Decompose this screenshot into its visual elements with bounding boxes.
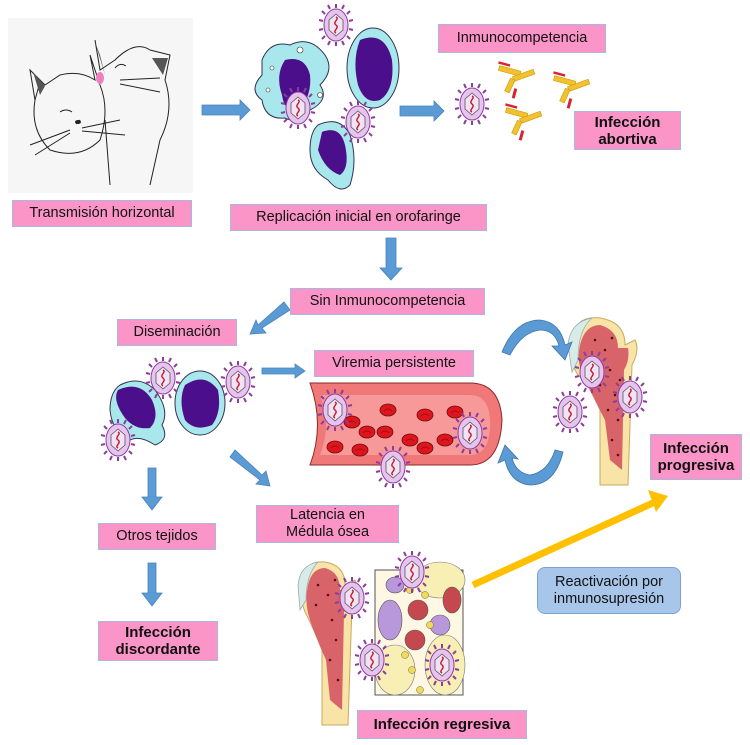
label-sin-inmunocompetencia: Sin Inmunocompetencia bbox=[290, 288, 485, 315]
label-text: Infección regresiva bbox=[373, 716, 511, 733]
label-text-line2: abortiva bbox=[598, 130, 657, 148]
label-infeccion-discordante: Infección discordante bbox=[98, 621, 218, 661]
label-text-line1: Latencia en bbox=[290, 507, 365, 523]
bone-regressive-illustration bbox=[297, 561, 370, 726]
disseminating-leukocytes bbox=[100, 356, 256, 462]
label-text-line2: discordante bbox=[115, 641, 201, 658]
arrow-replicacion-to-sin-inmuno bbox=[379, 237, 403, 281]
cats-illustration bbox=[8, 18, 193, 193]
label-latencia-medula-osea: Latencia en Médula ósea bbox=[256, 505, 399, 543]
label-text-line1: Infección bbox=[125, 624, 191, 641]
label-viremia-persistente: Viremia persistente bbox=[314, 350, 474, 377]
label-inmunocompetencia: Inmunocompetencia bbox=[438, 24, 606, 53]
label-text: Replicación inicial en orofaringe bbox=[256, 209, 461, 225]
label-text-line1: Infección bbox=[594, 113, 661, 131]
blood-vessel-illustration bbox=[309, 382, 503, 489]
arrow-to-viremia bbox=[261, 363, 306, 379]
label-text: Transmisión horizontal bbox=[29, 205, 175, 221]
bone-progressive-illustration bbox=[552, 317, 648, 486]
label-infeccion-progresiva: Infección progresiva bbox=[650, 434, 742, 480]
label-text-line1: Reactivación por bbox=[555, 573, 663, 590]
arrow-otros-to-discordante bbox=[141, 562, 163, 607]
label-text: Sin Inmunocompetencia bbox=[309, 293, 466, 309]
label-otros-tejidos: Otros tejidos bbox=[98, 523, 216, 550]
label-text-line2: inmunosupresión bbox=[553, 590, 665, 607]
label-replicacion-inicial: Replicación inicial en orofaringe bbox=[230, 204, 487, 231]
arrow-to-otros-tejidos bbox=[141, 467, 163, 511]
label-text: Otros tejidos bbox=[116, 528, 198, 544]
arrow-reactivation bbox=[471, 490, 668, 589]
label-text-line2: progresiva bbox=[657, 457, 735, 474]
infected-leukocytes-top bbox=[254, 3, 400, 190]
label-reactivacion-inmunosupresion: Reactivación por inmunosupresión bbox=[537, 567, 681, 614]
label-transmision-horizontal: Transmisión horizontal bbox=[12, 200, 192, 227]
arrow-transmision-to-replicacion bbox=[201, 99, 251, 121]
label-text-line2: Médula ósea bbox=[285, 524, 370, 540]
label-text-line1: Infección bbox=[663, 440, 729, 457]
antibodies-illustration bbox=[454, 60, 591, 142]
arrow-sin-inmuno-to-diseminacion bbox=[249, 301, 291, 335]
label-diseminacion: Diseminación bbox=[117, 319, 237, 346]
bone-marrow-section-illustration bbox=[354, 550, 466, 696]
label-infeccion-abortiva: Infección abortiva bbox=[574, 111, 681, 150]
curved-arrow-to-bone bbox=[501, 319, 573, 361]
curved-arrow-to-vessel bbox=[497, 444, 564, 486]
arrow-to-latencia bbox=[229, 449, 271, 487]
label-text: Diseminación bbox=[133, 324, 221, 340]
label-infeccion-regresiva: Infección regresiva bbox=[357, 710, 527, 739]
label-text: Viremia persistente bbox=[332, 355, 456, 371]
label-text: Inmunocompetencia bbox=[456, 30, 588, 46]
arrow-replicacion-to-inmunocompetencia bbox=[399, 100, 445, 122]
